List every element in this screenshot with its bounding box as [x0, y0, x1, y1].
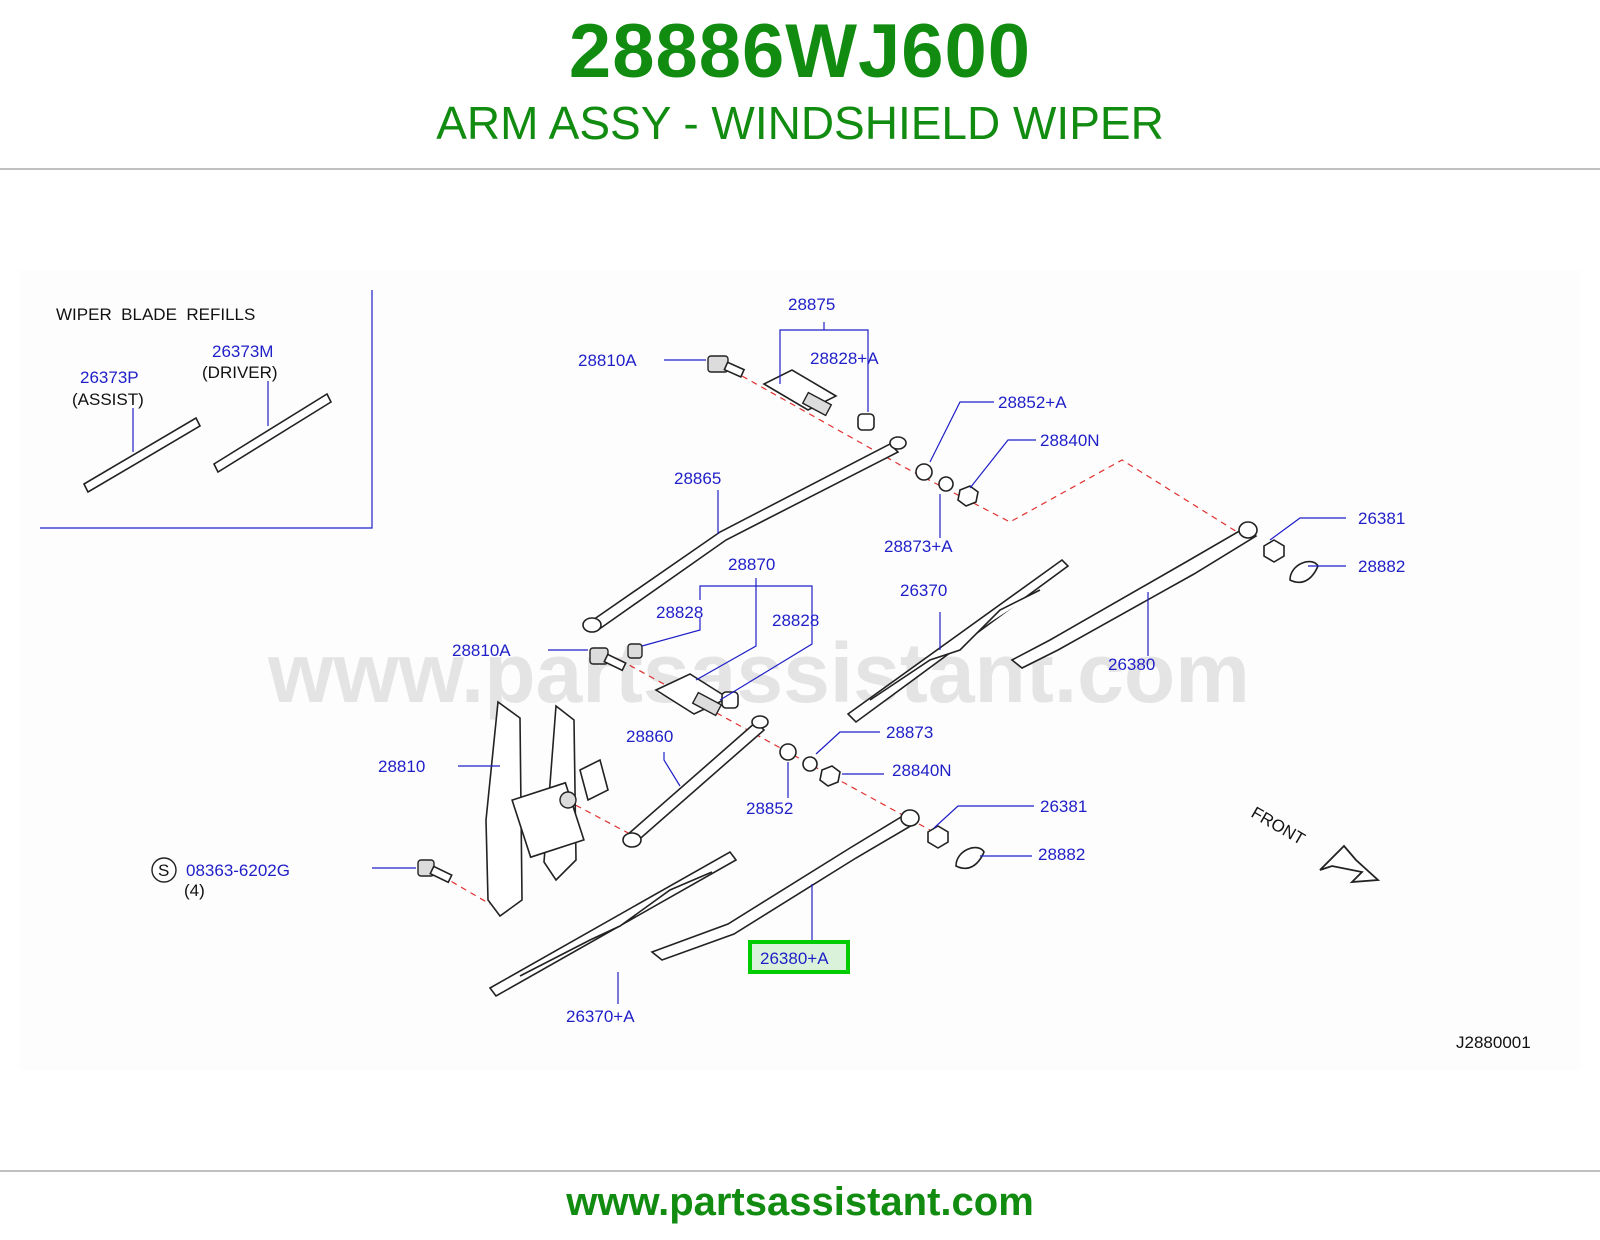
washer-28852[interactable] [779, 743, 797, 761]
part-labels: 28875 28810A 28828+A 28852+A 28840N 2886… [378, 295, 1405, 1026]
diagram-code: J2880001 [1456, 1033, 1531, 1052]
screw-symbol-circle [151, 857, 177, 883]
wiper-arm-26380[interactable] [1010, 521, 1258, 669]
label-28873A[interactable]: 28873+A [884, 537, 953, 556]
refill-strip-assist [82, 416, 202, 494]
cap-28882-mid[interactable] [955, 846, 985, 870]
pivot-upper[interactable] [762, 369, 875, 431]
front-arrow-icon [1319, 844, 1381, 884]
cap-28882-top[interactable] [1289, 560, 1319, 584]
label-28865[interactable]: 28865 [674, 469, 721, 488]
link-rod-upper[interactable] [582, 436, 907, 633]
label-28870[interactable]: 28870 [728, 555, 775, 574]
part-name-subtitle: ARM ASSY - WINDSHIELD WIPER [436, 97, 1164, 149]
label-28828-left[interactable]: 28828 [656, 603, 703, 622]
label-26381-mid[interactable]: 26381 [1040, 797, 1087, 816]
bolt-middle[interactable] [589, 647, 627, 672]
label-28810A-top[interactable]: 28810A [578, 351, 637, 370]
highlight-box [748, 940, 850, 974]
highlighted-part-callout[interactable]: 26380+A [748, 940, 850, 974]
nut-28840N-mid[interactable] [819, 765, 841, 787]
washer-28873A[interactable] [938, 476, 954, 492]
pivot-middle[interactable] [654, 673, 739, 717]
screw-symbol: S [158, 861, 169, 880]
label-26373P[interactable]: 26373P [80, 368, 139, 387]
refills-inset: WIPER BLADE REFILLS 26373P (ASSIST) 2637… [40, 290, 373, 529]
label-26380[interactable]: 26380 [1108, 655, 1155, 674]
label-26370[interactable]: 26370 [900, 581, 947, 600]
label-28840N-top[interactable]: 28840N [1040, 431, 1100, 450]
wiper-blade-26370A[interactable] [488, 850, 738, 998]
screw-callout: S 08363-6202G (4) [151, 857, 290, 900]
refill-strip-driver [212, 392, 333, 474]
refills-title: WIPER BLADE REFILLS [56, 305, 255, 324]
label-28828-right[interactable]: 28828 [772, 611, 819, 630]
label-28852[interactable]: 28852 [746, 799, 793, 818]
label-28840N-mid[interactable]: 28840N [892, 761, 952, 780]
screw-08363[interactable] [417, 859, 453, 884]
footer-divider [0, 1170, 1600, 1172]
front-label: FRONT [1248, 803, 1308, 849]
label-28852A[interactable]: 28852+A [998, 393, 1067, 412]
footer-url-link[interactable]: www.partsassistant.com [566, 1180, 1034, 1224]
washer-28852A[interactable] [915, 463, 933, 481]
label-28860[interactable]: 28860 [626, 727, 673, 746]
wiper-blade-26370[interactable] [846, 558, 1070, 724]
motor-bracket[interactable] [485, 700, 609, 918]
nut-26381-top[interactable] [1263, 539, 1285, 563]
header-divider [0, 168, 1600, 170]
label-26370A[interactable]: 26370+A [566, 1007, 635, 1026]
part-number-title: 28886WJ600 [568, 9, 1032, 94]
label-28873[interactable]: 28873 [886, 723, 933, 742]
bolt-upper[interactable] [707, 355, 746, 379]
label-28828A[interactable]: 28828+A [810, 349, 879, 368]
wiper-arm-26380A[interactable] [650, 809, 920, 961]
label-08363-6202G[interactable]: 08363-6202G [186, 861, 290, 880]
link-rod-lower[interactable] [622, 715, 769, 848]
leader-lines [372, 322, 1346, 1004]
dash-upper [741, 375, 1251, 541]
label-26381-top[interactable]: 26381 [1358, 509, 1405, 528]
label-26380A-highlight[interactable]: 26380+A [760, 949, 829, 968]
label-28882-mid[interactable]: 28882 [1038, 845, 1085, 864]
refills-frame [40, 290, 373, 529]
label-28882-top[interactable]: 28882 [1358, 557, 1405, 576]
screw-quantity: (4) [184, 881, 205, 900]
grommet-28828-left[interactable] [627, 643, 643, 659]
label-28810A-mid[interactable]: 28810A [452, 641, 511, 660]
nut-26381-mid[interactable] [927, 825, 949, 849]
washer-28873[interactable] [802, 756, 818, 772]
dash-motor [565, 799, 631, 835]
page-header: 28886WJ600 ARM ASSY - WINDSHIELD WIPER [0, 0, 1600, 170]
label-28810[interactable]: 28810 [378, 757, 425, 776]
nut-28840N-top[interactable] [957, 485, 979, 507]
front-indicator: FRONT [1248, 803, 1381, 884]
label-assist-note: (ASSIST) [72, 390, 144, 409]
dash-screw [441, 875, 491, 905]
label-26373M[interactable]: 26373M [212, 342, 273, 361]
label-28875[interactable]: 28875 [788, 295, 835, 314]
watermark-text: www.partsassistant.com [267, 626, 1250, 720]
label-driver-note: (DRIVER) [202, 363, 278, 382]
